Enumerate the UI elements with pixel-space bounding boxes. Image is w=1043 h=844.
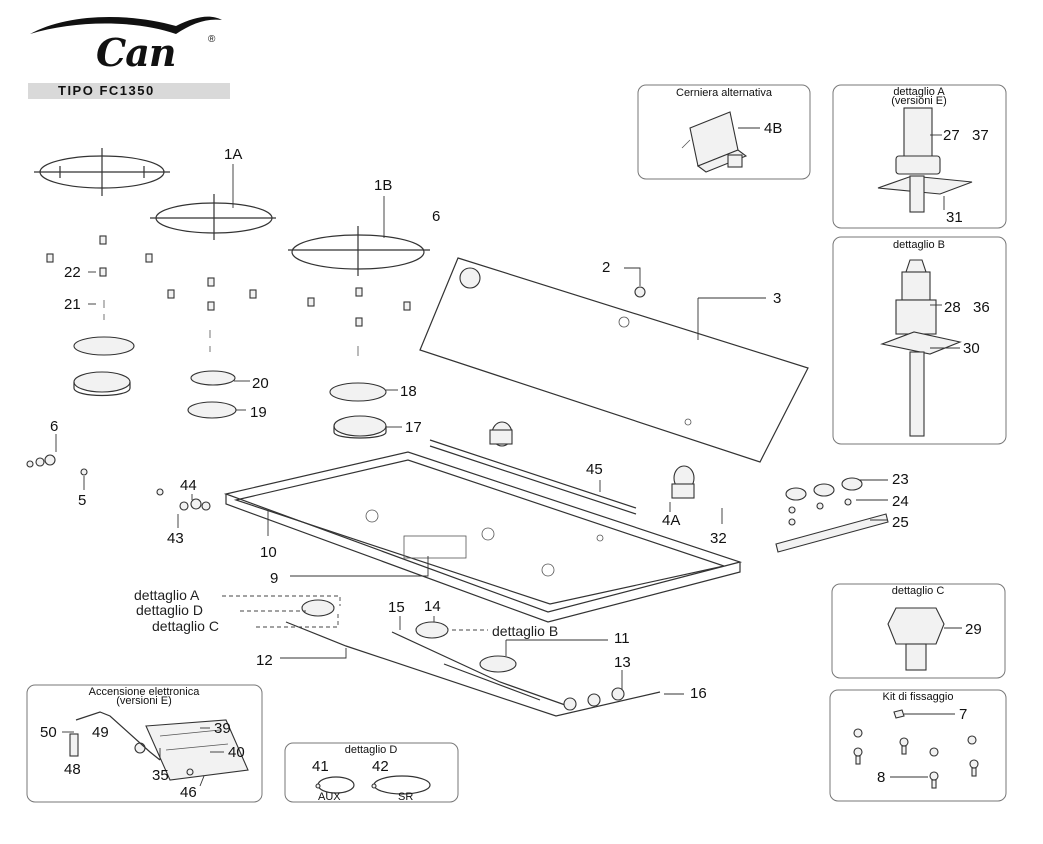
label-13: 13 (614, 654, 631, 671)
label-36: 36 (973, 299, 990, 316)
inset-dettaglio-a: dettaglio A (versioni E) 27 37 31 (832, 84, 1007, 229)
hob-body-icon (223, 451, 743, 623)
label-46: 46 (180, 784, 197, 801)
nozzle-c-icon (887, 607, 945, 671)
wire-clips-icon (315, 775, 431, 795)
brand-logo: Can ® (26, 12, 226, 75)
burner-mid-icon (187, 370, 237, 419)
label-29: 29 (965, 621, 982, 638)
model-title-bar: TIPO FC1350 (28, 83, 230, 99)
label-42: 42 (372, 758, 389, 775)
label-40: 40 (228, 744, 245, 761)
burner-right-icon (329, 382, 387, 439)
label-12: 12 (256, 652, 273, 669)
inset-dett-b-title: dettaglio B (893, 239, 945, 251)
inset-acc-title2: (versioni E) (116, 695, 172, 707)
label-30: 30 (963, 340, 980, 357)
label-4A: 4A (662, 512, 680, 529)
label-48: 48 (64, 761, 81, 778)
gas-pipework-icon (285, 599, 661, 717)
label-35: 35 (152, 767, 169, 784)
inset-dett-d-title: dettaglio D (345, 744, 398, 756)
hinge-part-icon (681, 111, 748, 173)
screws-row-icon (103, 300, 359, 356)
pan-support-1a-icon (150, 194, 276, 240)
label-27: 27 (943, 127, 960, 144)
logo-swoosh-icon (30, 16, 222, 34)
label-10: 10 (260, 544, 277, 561)
callout-dettaglio-d: dettaglio D (136, 602, 203, 618)
label-14: 14 (424, 598, 441, 615)
label-17: 17 (405, 419, 422, 436)
inset-dett-a-title2: (versioni E) (891, 95, 947, 107)
label-50: 50 (40, 724, 57, 741)
label-5: 5 (78, 492, 86, 509)
label-2: 2 (602, 259, 610, 276)
label-49: 49 (92, 724, 109, 741)
registered-mark: ® (208, 34, 216, 45)
label-20: 20 (252, 375, 269, 392)
inset-kit-title: Kit di fissaggio (883, 691, 954, 703)
inset-dett-c-title: dettaglio C (892, 585, 945, 597)
pan-support-1b-icon (288, 226, 430, 276)
label-sr: SR (398, 791, 413, 803)
label-37: 37 (972, 127, 989, 144)
callout-dettaglio-c: dettaglio C (152, 618, 219, 634)
callout-dettaglio-a: dettaglio A (134, 587, 200, 603)
label-39: 39 (214, 720, 231, 737)
label-1B: 1B (374, 177, 392, 194)
hinges-icon (429, 421, 695, 515)
label-28: 28 (944, 299, 961, 316)
inset-cerniera-title: Cerniera alternativa (676, 87, 773, 99)
callout-dettaglio-b: dettaglio B (492, 623, 558, 639)
inset-cerniera: Cerniera alternativa 4B (637, 84, 811, 180)
thermocouple-b-icon (880, 259, 962, 437)
label-25: 25 (892, 514, 909, 531)
label-7: 7 (959, 706, 967, 723)
inset-dettaglio-b: dettaglio B 28 36 30 (832, 236, 1007, 445)
label-1A: 1A (224, 146, 242, 163)
label-6-left: 6 (50, 418, 58, 435)
label-15: 15 (388, 599, 405, 616)
knob-springs-left-icon (26, 454, 211, 511)
label-16: 16 (690, 685, 707, 702)
label-3: 3 (773, 290, 781, 307)
label-43: 43 (167, 530, 184, 547)
label-21: 21 (64, 296, 81, 313)
label-44: 44 (180, 477, 197, 494)
pan-support-1-icon (34, 148, 170, 196)
label-41: 41 (312, 758, 329, 775)
inset-dettaglio-c: dettaglio C 29 (831, 583, 1006, 679)
label-6-top: 6 (432, 208, 440, 225)
knobs-right-icon (775, 477, 889, 553)
label-32: 32 (710, 530, 727, 547)
screws-icon (853, 709, 979, 789)
label-4B: 4B (764, 120, 782, 137)
inset-accensione: Accensione elettronica (versioni E) 50 4… (26, 684, 263, 803)
glass-lid-icon (419, 257, 809, 463)
ignition-module-icon (69, 711, 249, 781)
logo-text: Can (96, 30, 176, 75)
label-19: 19 (250, 404, 267, 421)
label-31: 31 (946, 209, 963, 226)
label-45: 45 (586, 461, 603, 478)
label-8: 8 (877, 769, 885, 786)
label-aux: AUX (318, 791, 341, 803)
label-22: 22 (64, 264, 81, 281)
label-23: 23 (892, 471, 909, 488)
label-11: 11 (614, 630, 630, 647)
label-24: 24 (892, 493, 909, 510)
thermocouple-a-icon (877, 107, 973, 213)
label-9: 9 (270, 570, 278, 587)
inset-acc-title1: Accensione elettronica (89, 686, 201, 698)
inset-kit-fissaggio: Kit di fissaggio 7 8 (829, 689, 1007, 802)
burner-left-icon (73, 336, 135, 397)
inset-dettaglio-d: dettaglio D 41 42 AUX SR (284, 742, 459, 803)
feet-icon (46, 235, 411, 327)
inset-dett-a-title1: dettaglio A (893, 86, 945, 98)
model-title: TIPO FC1350 (58, 83, 155, 98)
label-18: 18 (400, 383, 417, 400)
